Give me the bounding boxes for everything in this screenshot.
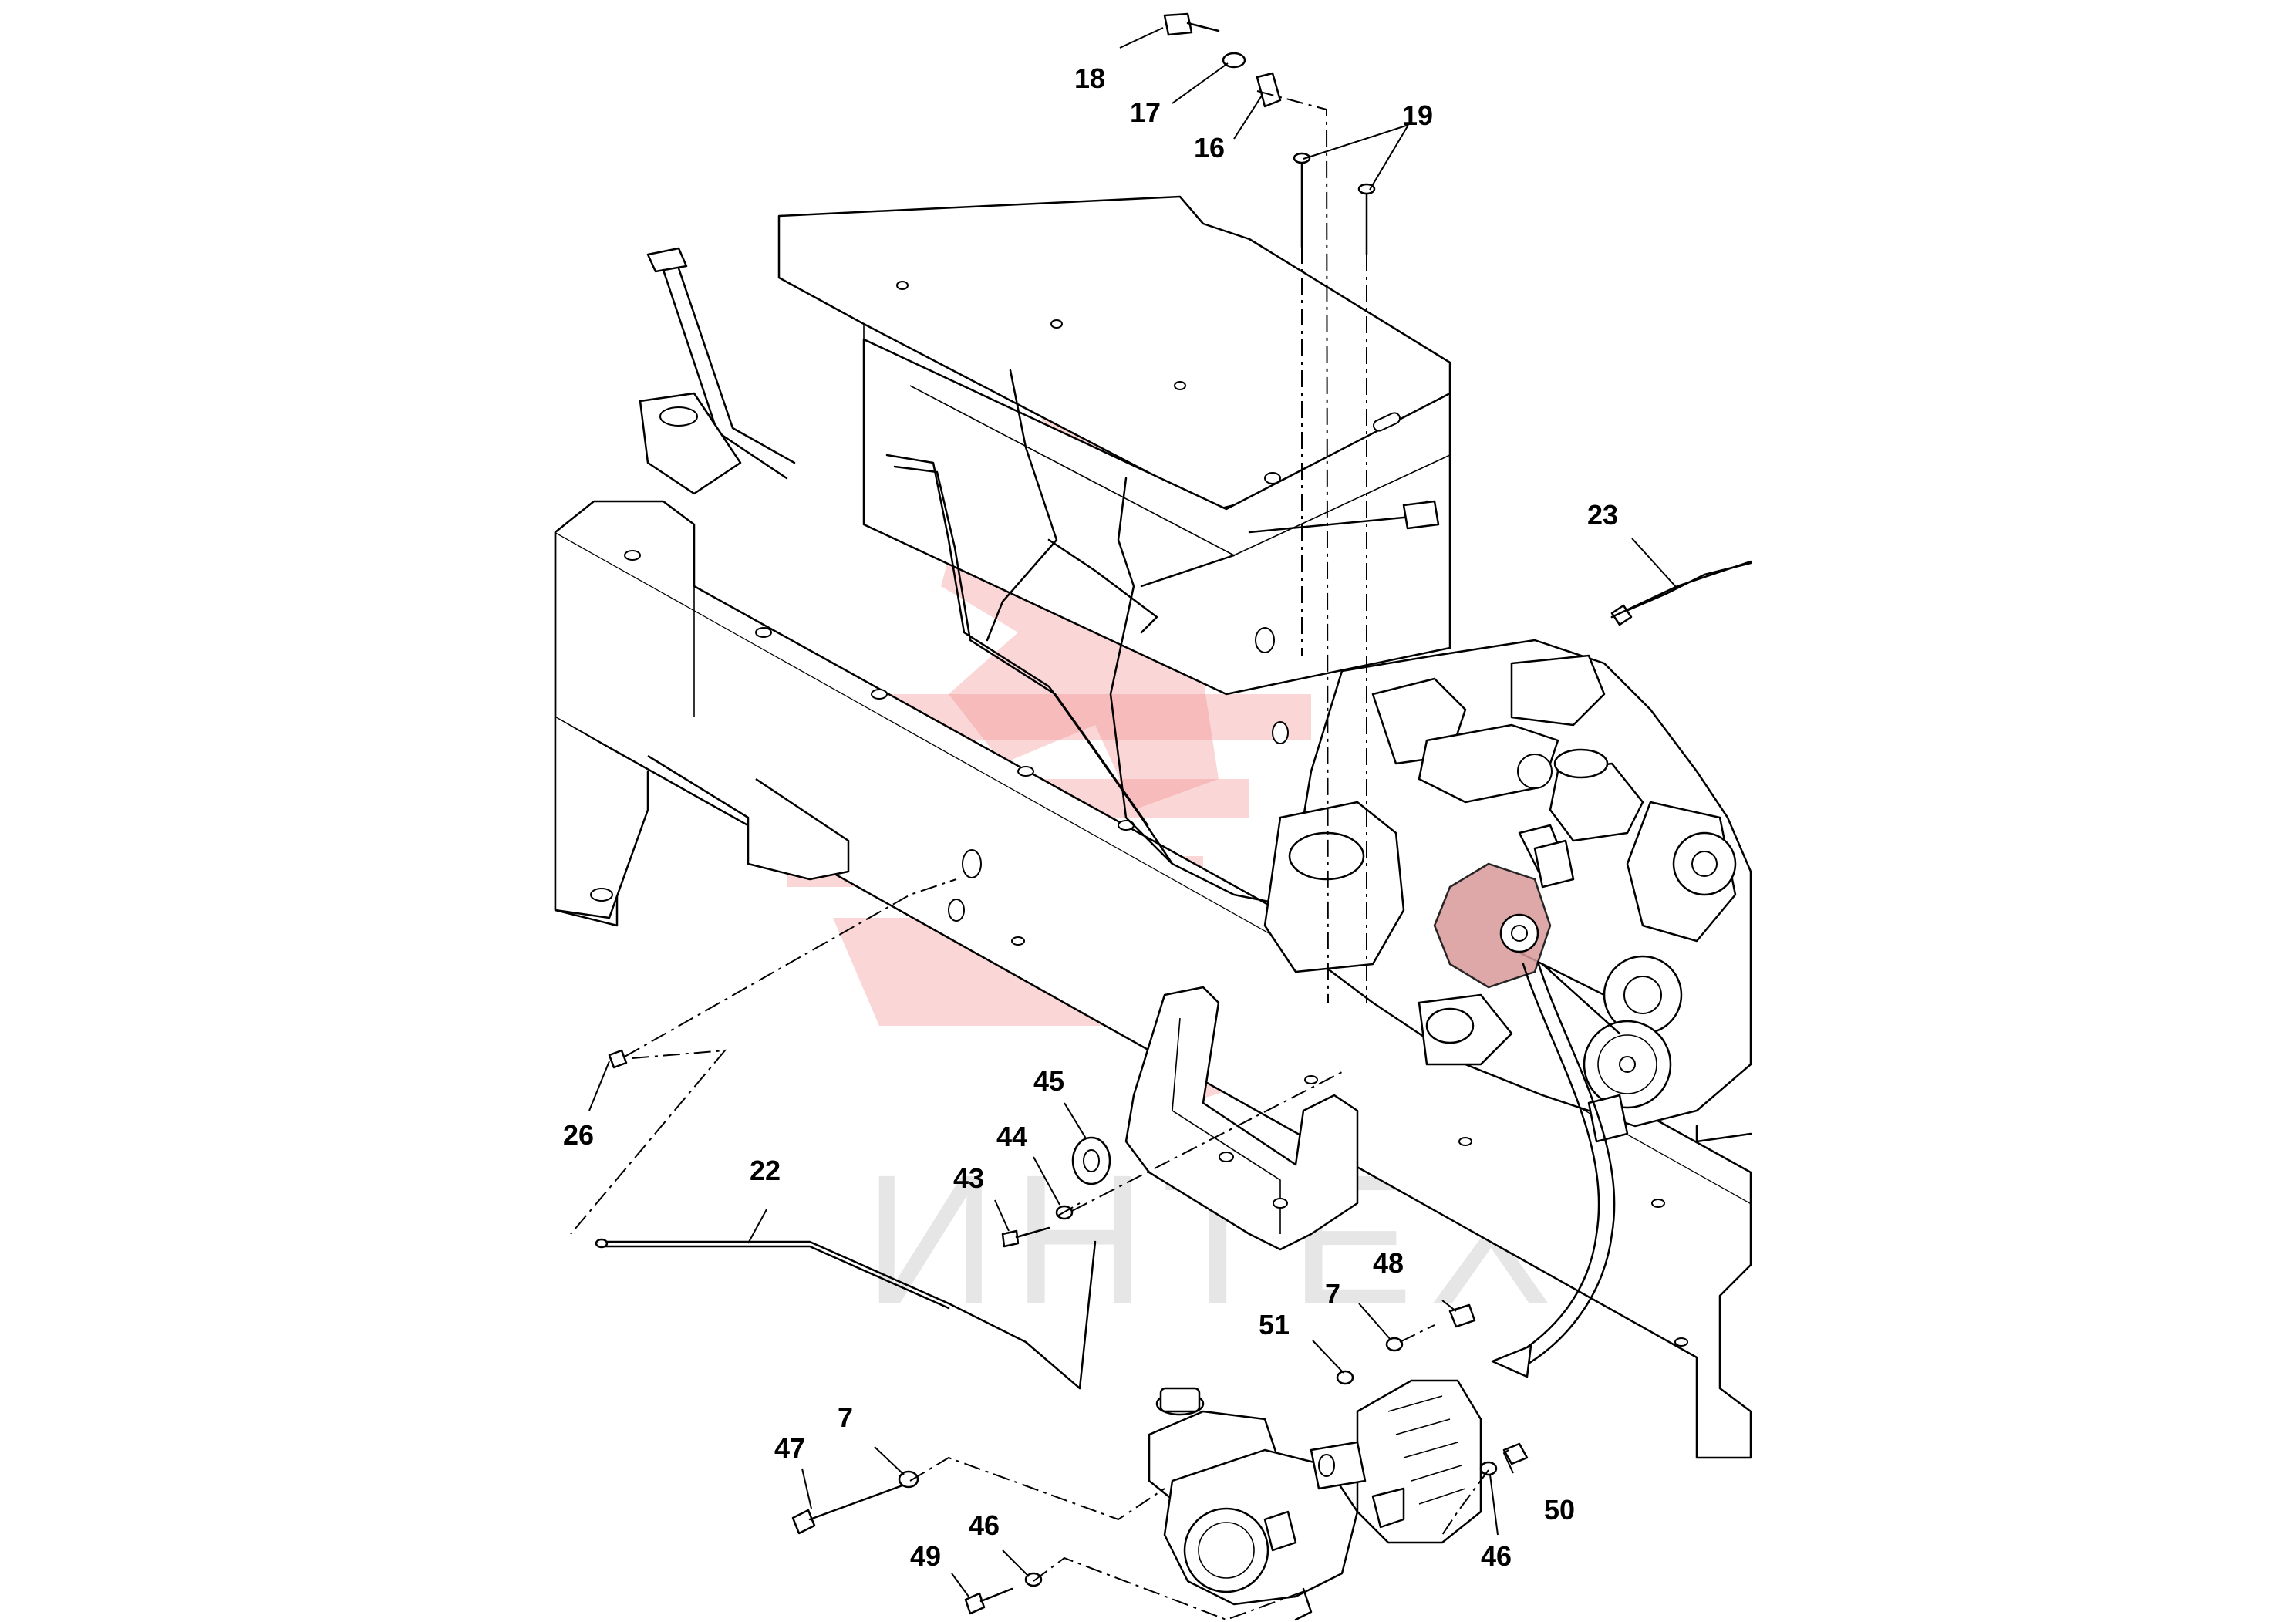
callout-45: 45	[1033, 1065, 1064, 1097]
assembly-lines	[570, 90, 1489, 1621]
callout-48: 48	[1373, 1247, 1404, 1279]
callout-49: 49	[910, 1540, 941, 1572]
control-lever	[639, 247, 796, 495]
hydraulic-lines	[885, 369, 1752, 912]
callout-7-left: 7	[838, 1401, 853, 1433]
upper-housing	[777, 195, 1451, 744]
callout-19: 19	[1402, 99, 1433, 131]
alternator-highlight	[1433, 839, 1575, 989]
callout-26: 26	[563, 1119, 594, 1151]
callout-50: 50	[1544, 1494, 1575, 1526]
callout-47: 47	[774, 1432, 805, 1464]
callout-7-right: 7	[1325, 1278, 1340, 1310]
callout-17: 17	[1130, 96, 1161, 128]
relocation-arrow	[1491, 963, 1616, 1378]
callout-16: 16	[1194, 132, 1225, 164]
callout-46-right: 46	[1481, 1540, 1512, 1572]
fasteners	[595, 12, 1752, 1615]
callout-18: 18	[1074, 62, 1105, 94]
mounting-bracket	[1124, 986, 1359, 1251]
callout-51: 51	[1259, 1309, 1290, 1340]
callout-46-left: 46	[969, 1509, 1000, 1541]
alternator-exploded	[1148, 1379, 1482, 1621]
callout-44: 44	[996, 1121, 1027, 1152]
callout-43: 43	[953, 1162, 984, 1194]
callout-23: 23	[1587, 499, 1618, 531]
leader-lines	[588, 27, 1677, 1597]
callout-22: 22	[750, 1155, 781, 1186]
callout-labels: 18 17 16 19 23 26 22 45 44 43 7 48 51 7 …	[563, 62, 1618, 1572]
